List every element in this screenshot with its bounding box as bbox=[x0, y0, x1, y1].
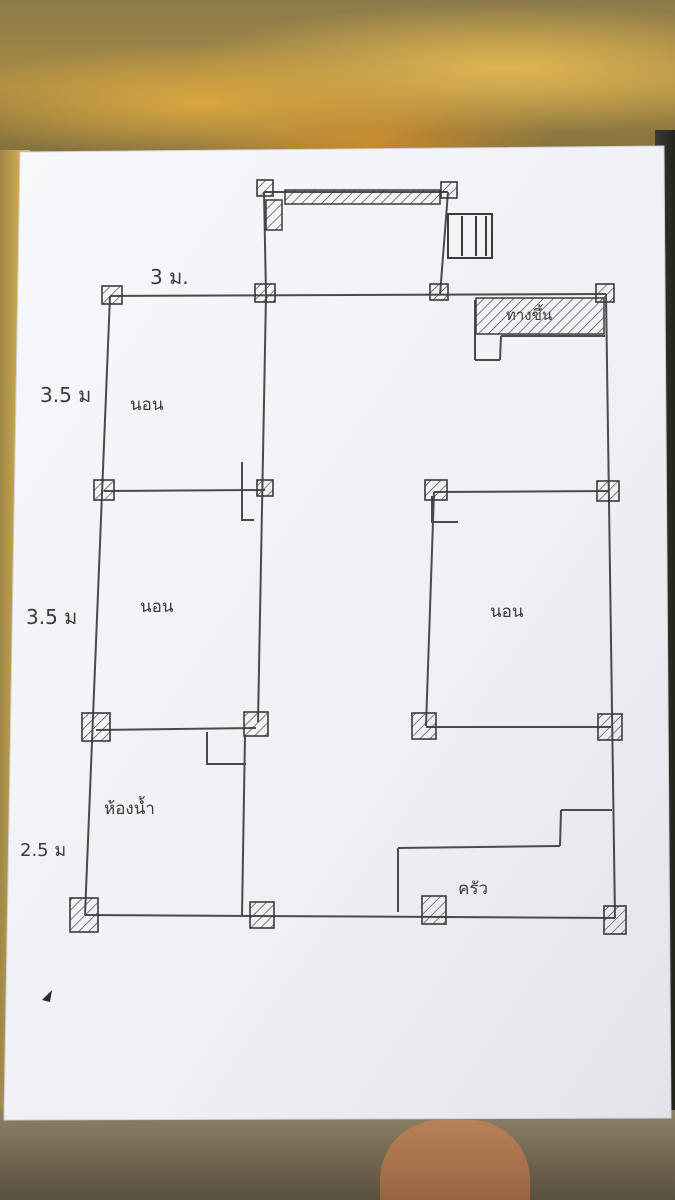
entrance-steps bbox=[447, 213, 493, 259]
room-label-stairs: ทางขึ้น bbox=[506, 304, 552, 324]
paper bbox=[3, 145, 672, 1121]
background-fabric bbox=[0, 0, 675, 170]
dimension-top-width: 3 ม. bbox=[150, 265, 189, 289]
dimension-room1-height: 3.5 ม bbox=[40, 383, 91, 407]
room-label-bathroom: ห้องน้ำ bbox=[104, 796, 155, 819]
room-label-kitchen: ครัว bbox=[458, 879, 488, 899]
room-label-bedroom-3: นอน bbox=[490, 602, 524, 622]
hatched-walls bbox=[265, 189, 605, 335]
columns bbox=[69, 179, 627, 935]
dimension-bath-height: 2.5 ม bbox=[20, 840, 66, 861]
walls bbox=[84, 191, 616, 919]
dimension-room2-height: 3.5 ม bbox=[26, 605, 77, 629]
room-label-bedroom-2: นอน bbox=[140, 597, 174, 617]
background-ground bbox=[0, 1110, 675, 1200]
room-label-bedroom-1: นอน bbox=[130, 395, 164, 415]
pencil-mark bbox=[42, 990, 52, 1002]
hand bbox=[380, 1120, 530, 1200]
